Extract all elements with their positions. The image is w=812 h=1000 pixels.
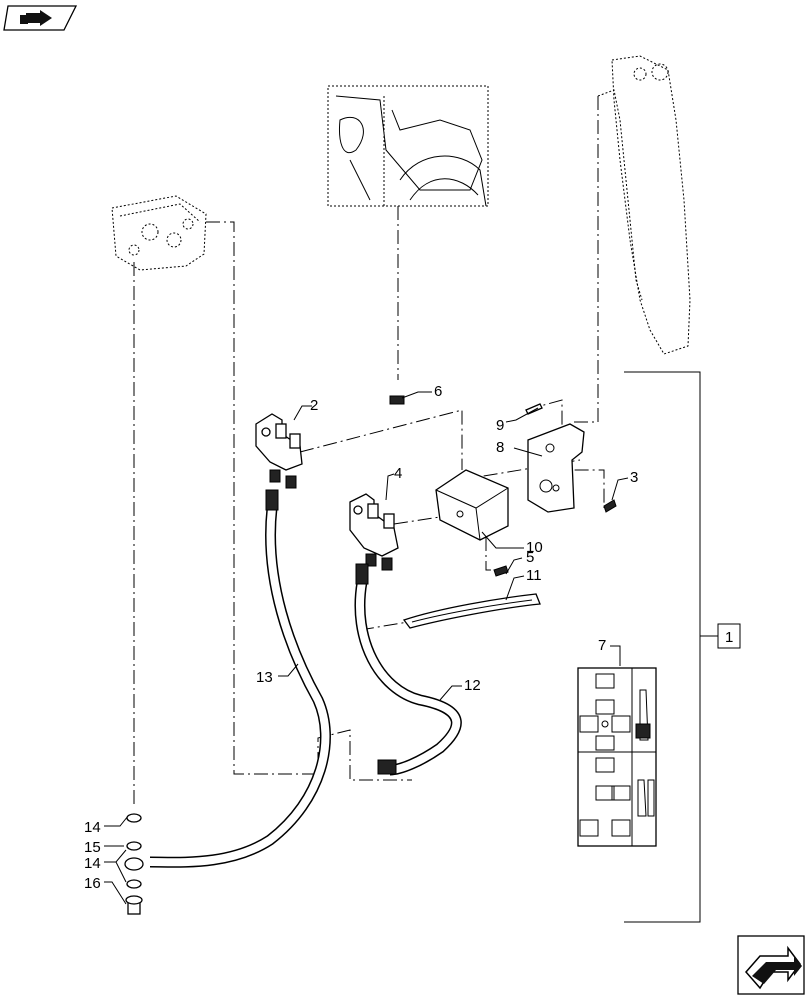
screw-lower: [493, 565, 509, 577]
callout-11: 11: [526, 567, 542, 584]
callout-labels: 1 2 3 4 5 6 7 8 9 10 11 12 13 14 15 14 1…: [84, 383, 733, 892]
callout-14b: 14: [84, 855, 101, 872]
callout-12: 12: [464, 677, 481, 694]
callout-7: 7: [598, 637, 606, 654]
callout-9: 9: [496, 417, 504, 434]
assembly-lines: [133, 96, 605, 808]
bracket: [527, 423, 585, 513]
callout-2: 2: [310, 397, 318, 414]
callout-10: 10: [526, 539, 543, 556]
callout-14a: 14: [84, 819, 101, 836]
screw-upper: [525, 403, 543, 415]
callout-5: 5: [526, 549, 534, 566]
coupler-lower: [349, 493, 399, 571]
kit-box: [717, 623, 741, 649]
callout-4: 4: [394, 465, 402, 482]
tractor-cab-detail: [327, 85, 489, 207]
previous-page-arrow-icon[interactable]: [3, 5, 78, 31]
screw-right: [603, 499, 617, 513]
callout-16: 16: [84, 875, 101, 892]
callout-1: 1: [725, 629, 733, 646]
decal: [577, 667, 657, 847]
kit-bracket: [624, 371, 701, 923]
callout-15: 15: [84, 839, 101, 856]
callout-13: 13: [256, 669, 273, 686]
callout-3: 3: [630, 469, 638, 486]
strap: [402, 593, 541, 629]
hose-short: [354, 563, 462, 776]
next-page-arrow-icon[interactable]: [737, 935, 805, 995]
fastener-stack: [124, 813, 144, 915]
coupler-upper: [255, 413, 303, 489]
hose-long: [149, 489, 331, 868]
control-valve-block: [111, 195, 207, 271]
pin: [389, 395, 405, 405]
leader-lines: [104, 391, 629, 905]
holder-box: [435, 469, 509, 541]
callout-6: 6: [434, 383, 442, 400]
callout-8: 8: [496, 439, 504, 456]
loader-arm: [597, 55, 691, 355]
